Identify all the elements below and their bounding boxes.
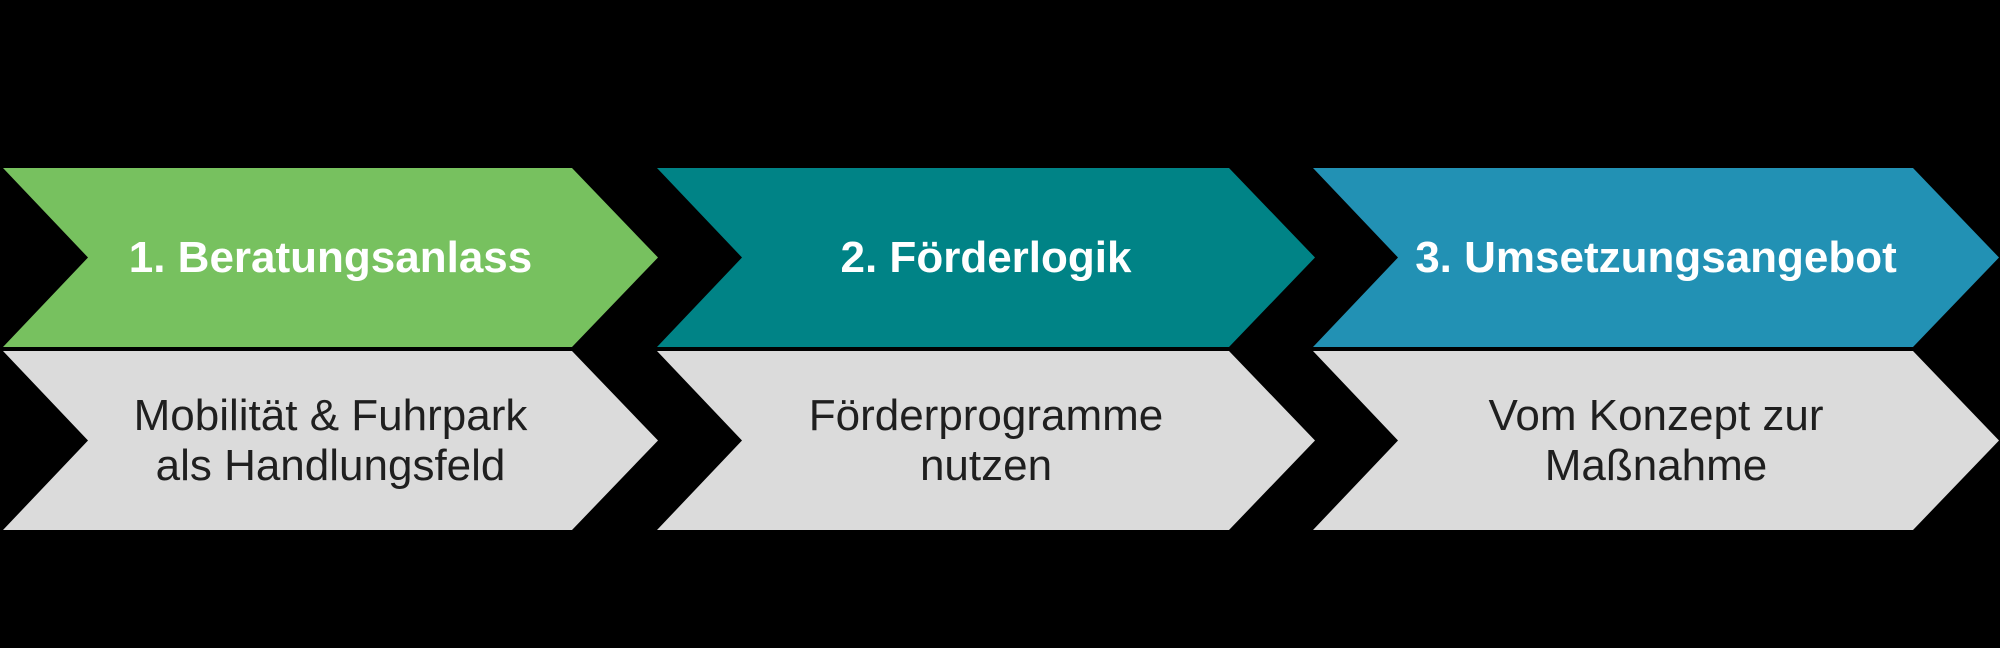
step-1-body-band: Mobilität & Fuhrpark als Handlungsfeld — [3, 351, 658, 530]
step-2-chevron: 2. Förderlogik Förderprogramme nutzen — [657, 168, 1315, 530]
step-2-title: 2. Förderlogik — [840, 232, 1132, 282]
step-2-body-band: Förderprogramme nutzen — [657, 351, 1315, 530]
step-3-header-band: 3. Umsetzungsangebot — [1313, 168, 1999, 347]
step-3-description: Vom Konzept zur Maßnahme — [1488, 390, 1824, 490]
step-3-chevron: 3. Umsetzungsangebot Vom Konzept zur Maß… — [1313, 168, 1999, 530]
step-1-header-band: 1. Beratungsanlass — [3, 168, 658, 347]
step-3-title: 3. Umsetzungsangebot — [1415, 232, 1897, 282]
step-1-description: Mobilität & Fuhrpark als Handlungsfeld — [133, 390, 528, 490]
step-2-description: Förderprogramme nutzen — [808, 390, 1164, 490]
step-1-chevron: 1. Beratungsanlass Mobilität & Fuhrpark … — [3, 168, 658, 530]
step-2-header-band: 2. Förderlogik — [657, 168, 1315, 347]
step-3-body-band: Vom Konzept zur Maßnahme — [1313, 351, 1999, 530]
step-1-title: 1. Beratungsanlass — [128, 232, 533, 282]
